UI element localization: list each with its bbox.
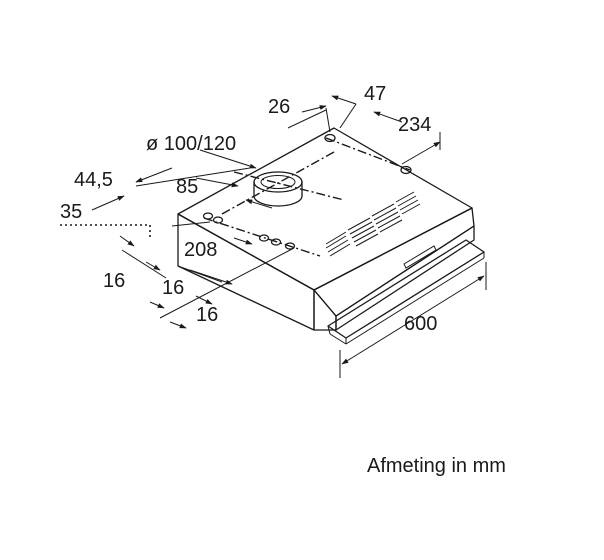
dim-208: 208 xyxy=(184,239,217,261)
mounting-hole-icon xyxy=(270,238,282,246)
mounting-hole-icon xyxy=(400,165,412,175)
mounting-holes xyxy=(202,133,412,250)
dim-35: 35 xyxy=(60,201,82,223)
mounting-hole-icon xyxy=(324,133,336,143)
dim-duct-diameter: ø 100/120 xyxy=(146,133,236,155)
centerlines xyxy=(203,137,411,257)
mounting-hole-icon xyxy=(258,234,270,242)
unit-caption: Afmeting in mm xyxy=(367,455,506,477)
dim-16-c: 16 xyxy=(196,304,218,326)
vent-grille-icon xyxy=(325,191,421,257)
hood-body xyxy=(177,127,485,345)
hood-front-lower xyxy=(313,289,337,331)
dimension-lines xyxy=(60,95,487,378)
mounting-hole-icon xyxy=(212,216,224,224)
dim-26: 26 xyxy=(268,96,290,118)
duct-collar-icon xyxy=(253,171,303,207)
dim-16-a: 16 xyxy=(103,270,125,292)
dim-600: 600 xyxy=(404,313,437,335)
dim-85: 85 xyxy=(176,176,198,198)
mounting-hole-icon xyxy=(202,212,214,220)
mounting-hole-icon xyxy=(284,242,296,250)
dimension-labels: 26 47 234 ø 100/120 44,5 85 35 208 16 16… xyxy=(60,83,437,335)
dim-16-b: 16 xyxy=(162,277,184,299)
control-slider xyxy=(403,245,437,269)
hood-front-lip xyxy=(335,225,475,331)
dim-234: 234 xyxy=(398,114,431,136)
dim-44-5: 44,5 xyxy=(74,169,113,191)
dim-47: 47 xyxy=(364,83,386,105)
